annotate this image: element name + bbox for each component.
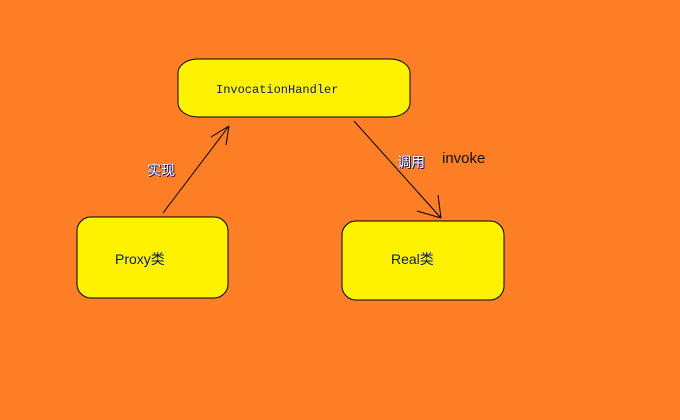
invocation-handler-label: InvocationHandler — [216, 83, 339, 97]
proxy-box — [76, 216, 229, 299]
calls-arrow — [353, 120, 442, 219]
invoke-label: invoke — [442, 150, 486, 167]
real-box — [341, 220, 505, 301]
implements-label: 实现 — [147, 162, 175, 178]
invocation-handler-box — [177, 58, 411, 118]
calls-label: 调用 — [397, 154, 425, 170]
real-label: Real类 — [391, 251, 434, 267]
proxy-label: Proxy类 — [115, 251, 165, 267]
implements-arrow — [162, 125, 230, 214]
